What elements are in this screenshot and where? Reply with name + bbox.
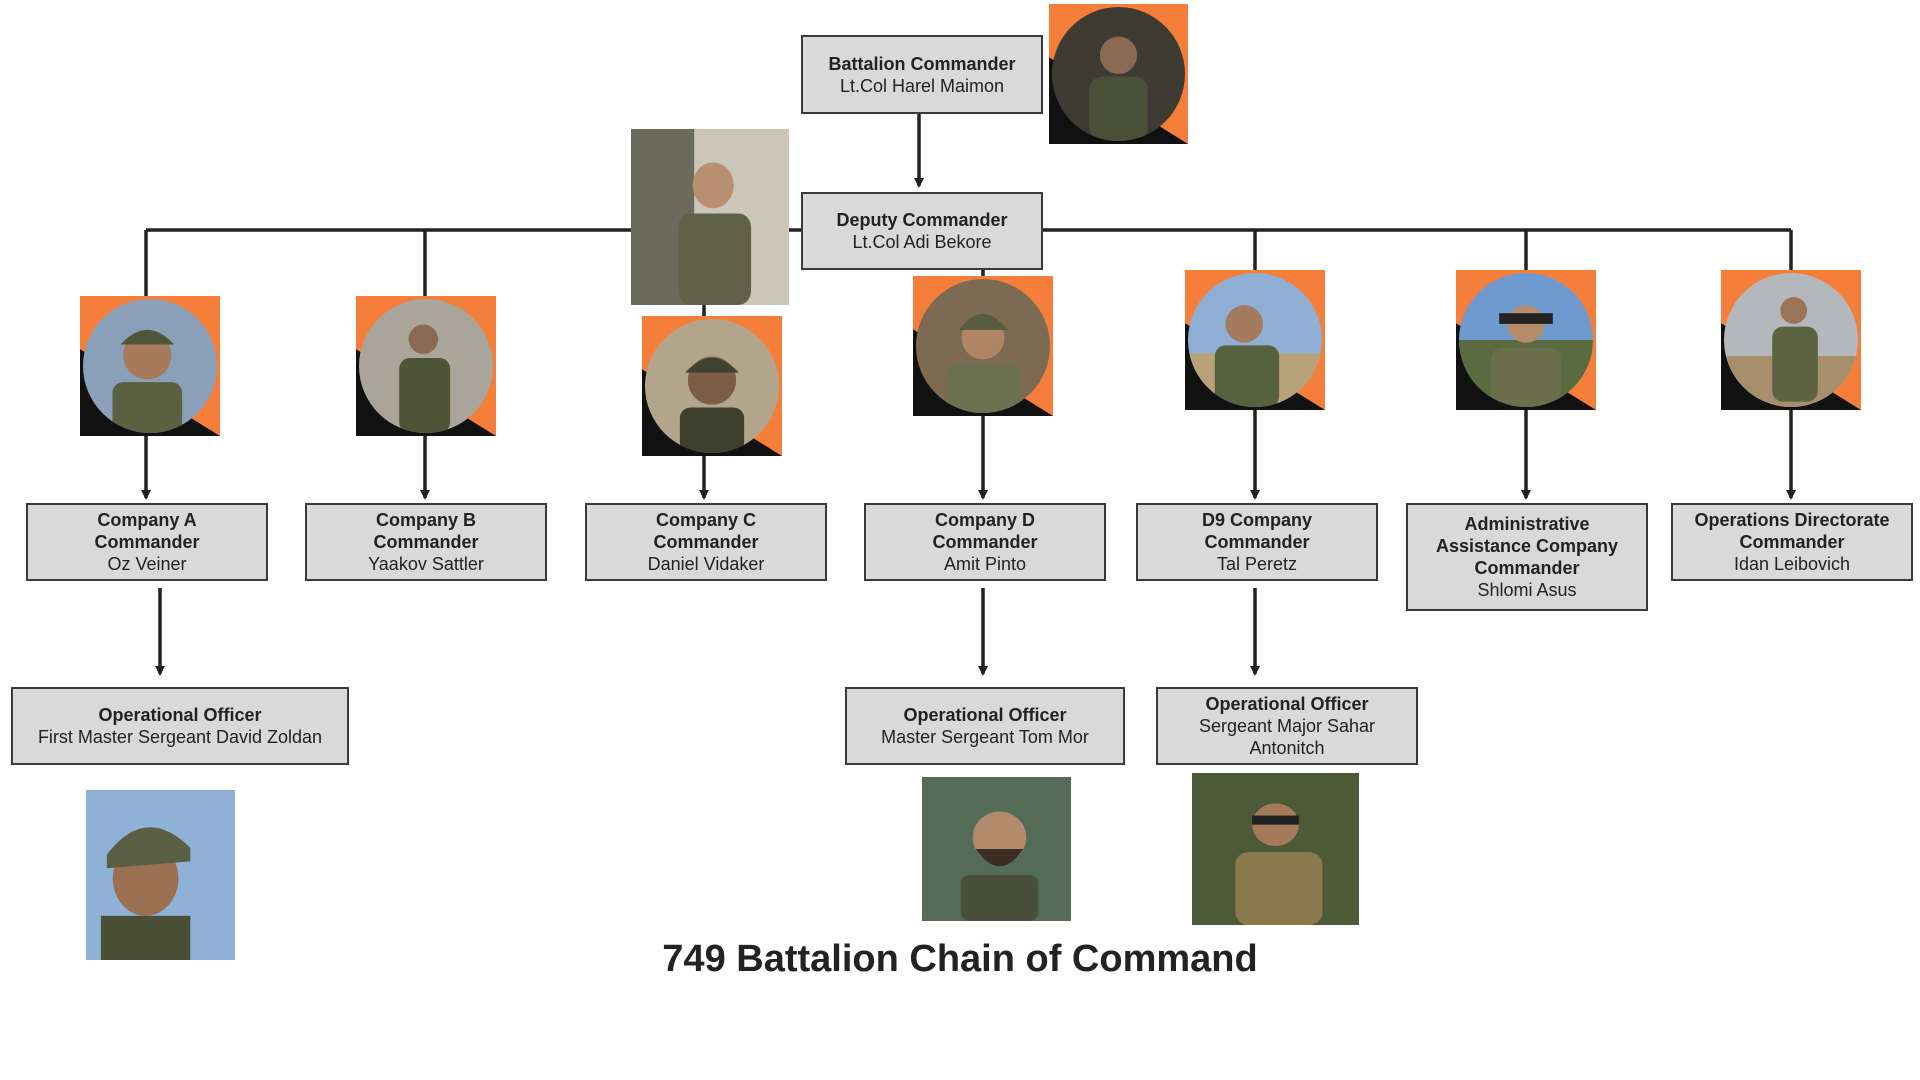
role-label: Company A Commander xyxy=(94,510,200,552)
node-admin-company-commander: Administrative Assistance Company Comman… xyxy=(1406,503,1648,611)
node-ops-officer-d: Operational Officer Master Sergeant Tom … xyxy=(845,687,1125,765)
node-company-a-commander: Company A Commander Oz Veiner xyxy=(26,503,268,581)
role-label: Company D Commander xyxy=(932,510,1038,552)
name-label: Yaakov Sattler xyxy=(368,554,484,574)
name-label: Master Sergeant Tom Mor xyxy=(881,727,1089,747)
node-ops-officer-a: Operational Officer First Master Sergean… xyxy=(11,687,349,765)
role-label: Company C Commander xyxy=(653,510,759,552)
photo-company-d-commander xyxy=(913,276,1053,416)
name-label: Lt.Col Harel Maimon xyxy=(839,75,1005,96)
role-label: D9 Company Commander xyxy=(1201,510,1313,552)
diagram-title: 749 Battalion Chain of Command xyxy=(662,938,1258,980)
role-label: Administrative Assistance Company Comman… xyxy=(1435,514,1619,578)
node-ops-officer-d9: Operational Officer Sergeant Major Sahar… xyxy=(1156,687,1418,765)
name-label: Idan Leibovich xyxy=(1733,554,1851,574)
photo-company-a-commander xyxy=(80,296,220,436)
name-label: Oz Veiner xyxy=(107,554,187,574)
node-company-b-commander: Company B Commander Yaakov Sattler xyxy=(305,503,547,581)
name-label: Shlomi Asus xyxy=(1477,580,1577,600)
name-label: First Master Sergeant David Zoldan xyxy=(37,727,323,747)
photo-d9-company-commander xyxy=(1185,270,1325,410)
photo-company-c-commander xyxy=(642,316,782,456)
role-label: Operational Officer xyxy=(903,705,1067,725)
role-label: Operational Officer xyxy=(98,705,262,725)
photo-battalion-commander xyxy=(1049,4,1188,144)
name-label: Tal Peretz xyxy=(1216,554,1298,574)
photo-admin-company-commander xyxy=(1456,270,1596,410)
photo-ops-officer-a xyxy=(86,790,235,960)
node-company-c-commander: Company C Commander Daniel Vidaker xyxy=(585,503,827,581)
name-label: Daniel Vidaker xyxy=(647,554,765,574)
name-label: Amit Pinto xyxy=(943,554,1027,574)
node-deputy-commander: Deputy Commander Lt.Col Adi Bekore xyxy=(801,192,1043,270)
photo-operations-directorate-commander xyxy=(1721,270,1861,410)
name-label: Lt.Col Adi Bekore xyxy=(852,232,992,252)
node-battalion-commander: Battalion Commander Lt.Col Harel Maimon xyxy=(801,35,1043,114)
role-label: Operations Directorate Commander xyxy=(1694,510,1890,552)
node-company-d-commander: Company D Commander Amit Pinto xyxy=(864,503,1106,581)
role-label: Battalion Commander xyxy=(828,53,1016,74)
role-label: Operational Officer xyxy=(1205,694,1369,714)
photo-ops-officer-d xyxy=(922,777,1071,921)
photo-ops-officer-d9 xyxy=(1192,773,1359,925)
photo-company-b-commander xyxy=(356,296,496,436)
photo-deputy-commander xyxy=(631,129,789,305)
role-label: Deputy Commander xyxy=(836,210,1008,230)
name-label: Sergeant Major Sahar Antonitch xyxy=(1198,716,1376,758)
node-operations-directorate-commander: Operations Directorate Commander Idan Le… xyxy=(1671,503,1913,581)
role-label: Company B Commander xyxy=(373,510,479,552)
node-d9-company-commander: D9 Company Commander Tal Peretz xyxy=(1136,503,1378,581)
